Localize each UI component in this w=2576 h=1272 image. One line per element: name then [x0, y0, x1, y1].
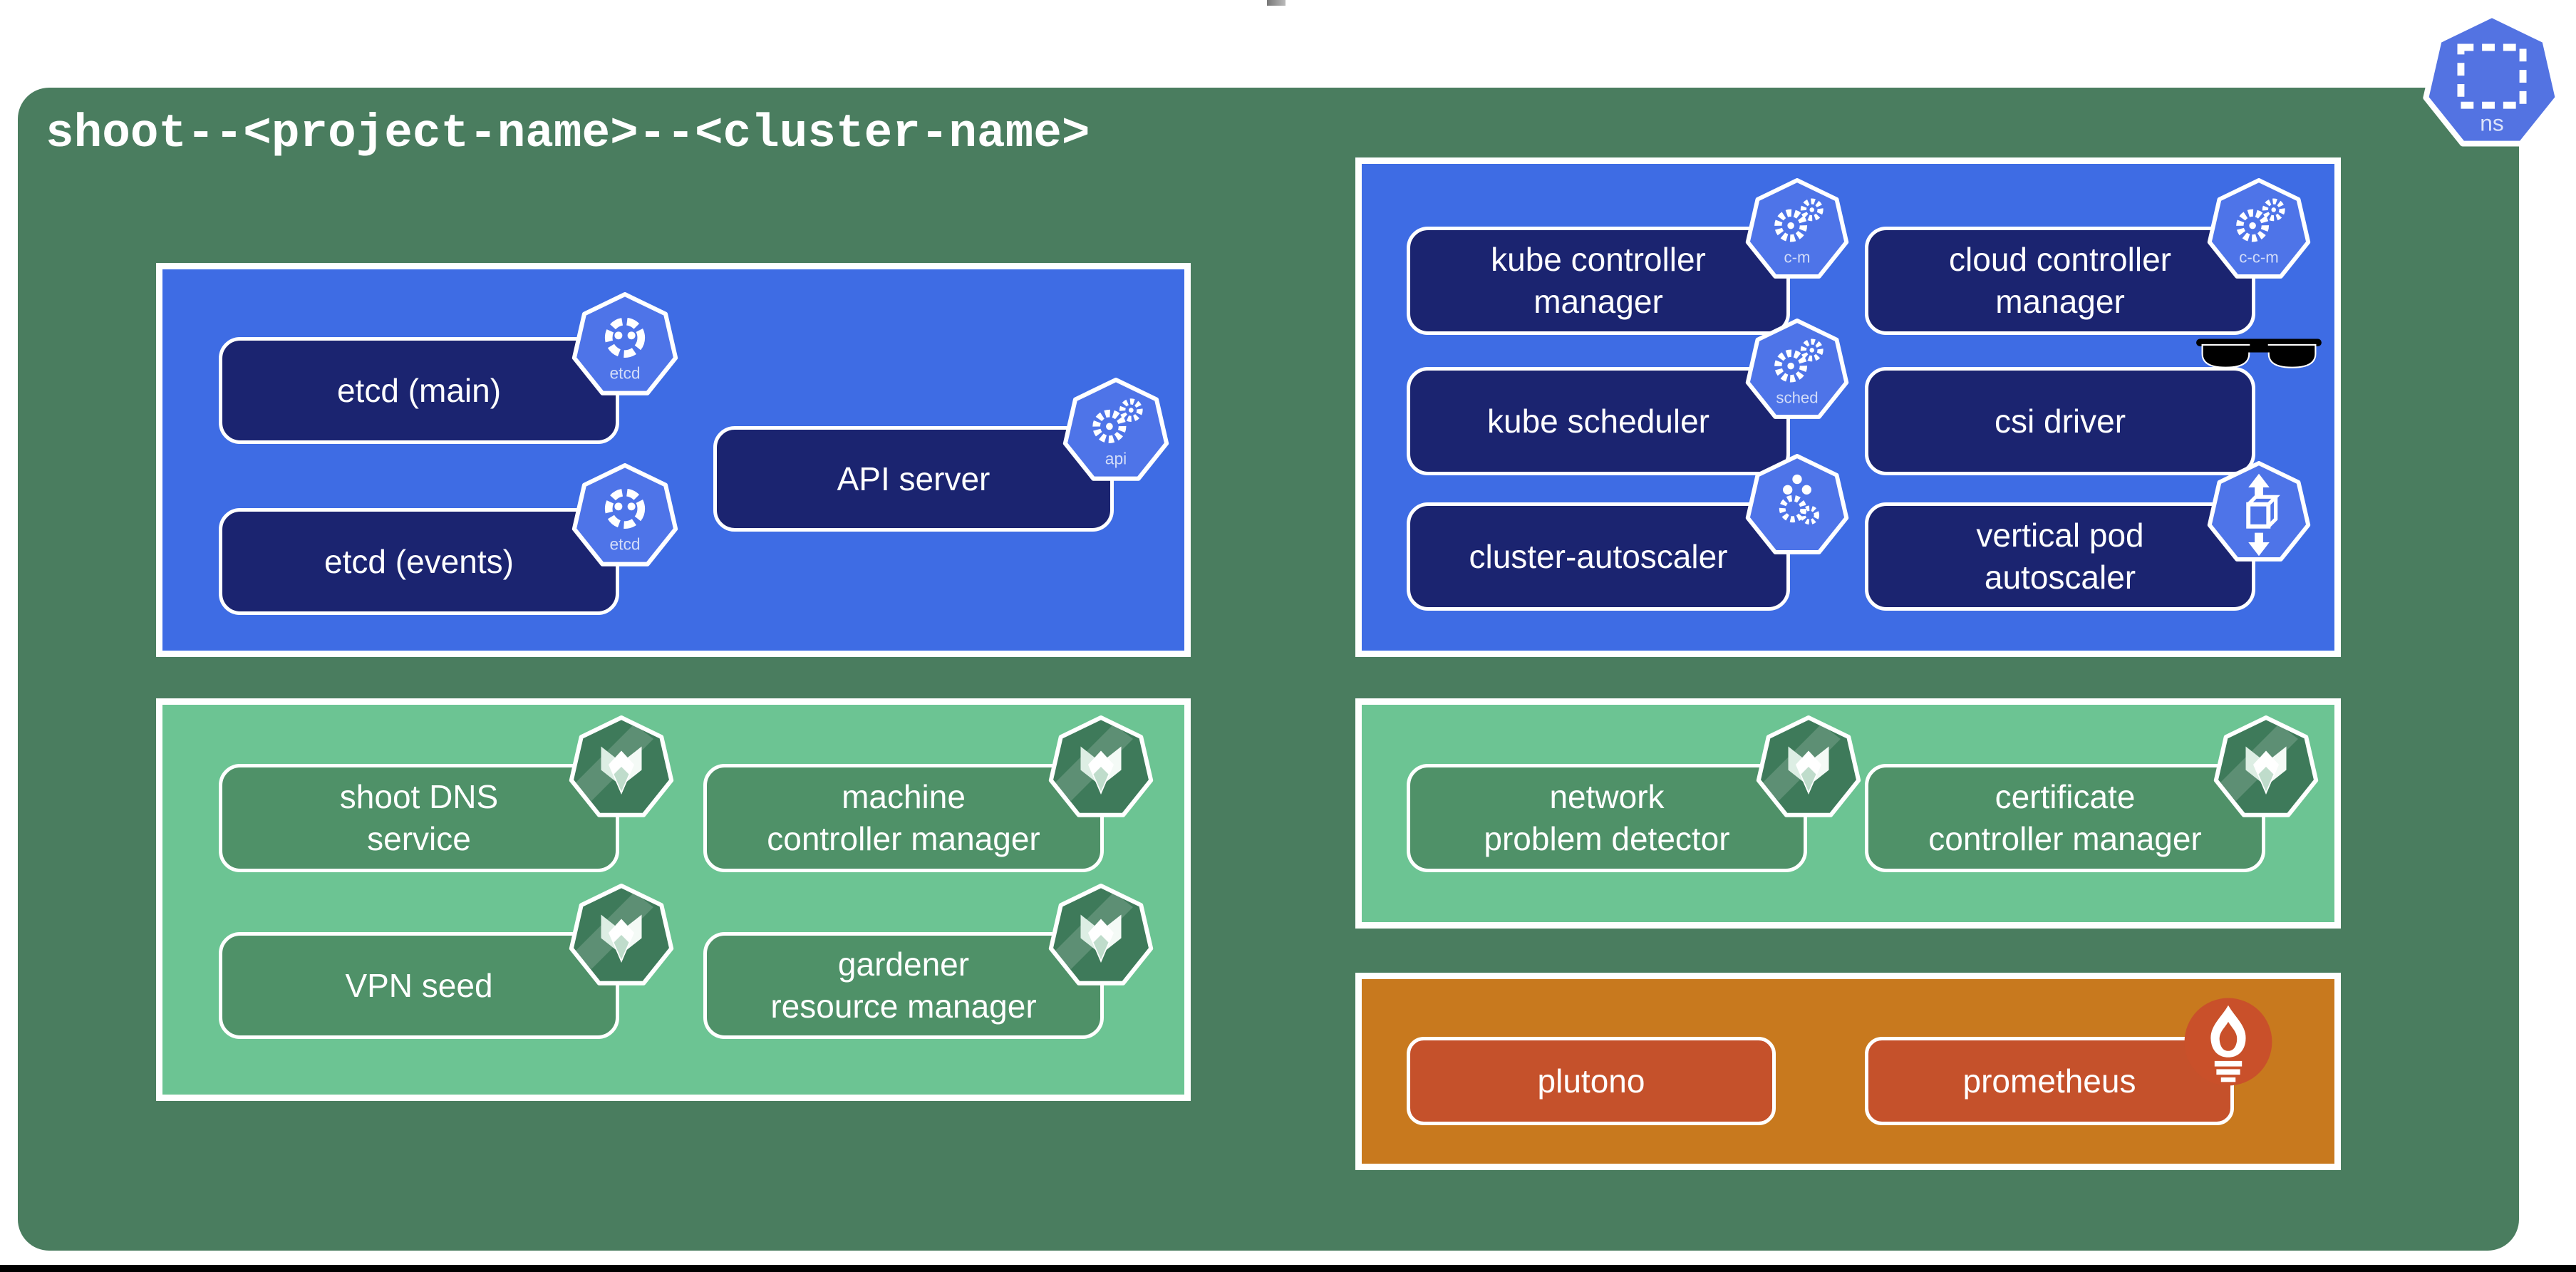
component-etcd-main: etcd (main)	[219, 337, 619, 444]
component-label: gardener resource manager	[770, 946, 1037, 1025]
namespace-icon-label: ns	[2480, 110, 2503, 135]
component-plutono: plutono	[1407, 1037, 1776, 1125]
component-label: certificate controller manager	[1928, 778, 2202, 857]
cluster-autoscaler-icon	[1744, 451, 1850, 562]
gardener-flower-icon	[2213, 713, 2319, 825]
top-edge-notch	[1267, 0, 1286, 6]
component-kube-scheduler: kube scheduler	[1407, 367, 1790, 475]
vertical-pod-autoscaler-icon	[2206, 458, 2312, 569]
etcd-icon: etcd	[571, 460, 679, 574]
svg-text:c-m: c-m	[1784, 248, 1811, 266]
component-label: etcd (events)	[324, 542, 514, 580]
kube-controller-manager-icon: c-m	[1744, 175, 1850, 286]
component-machine-controller-manager: machine controller manager	[703, 764, 1104, 872]
component-label: vertical pod autoscaler	[1976, 517, 2144, 596]
component-label: API server	[837, 460, 990, 497]
bottom-rule	[0, 1265, 2576, 1272]
component-api-server: API server	[713, 426, 1114, 532]
component-label: network problem detector	[1484, 778, 1730, 857]
svg-text:c-c-m: c-c-m	[2239, 248, 2278, 266]
component-vpn-seed: VPN seed	[219, 932, 619, 1039]
component-cloud-controller-manager: cloud controller manager	[1865, 227, 2255, 335]
component-shoot-dns-service: shoot DNS service	[219, 764, 619, 872]
api-server-icon: api	[1062, 375, 1170, 489]
svg-text:sched: sched	[1776, 388, 1818, 406]
gardener-flower-icon	[568, 881, 675, 993]
component-label: cluster-autoscaler	[1469, 537, 1728, 575]
component-network-problem-detector: network problem detector	[1407, 764, 1807, 872]
namespace-title: shoot--<project-name>--<cluster-name>	[46, 107, 1090, 160]
component-label: cloud controller manager	[1949, 241, 2171, 320]
prometheus-icon	[2183, 996, 2274, 1087]
namespace-icon: ns	[2421, 11, 2562, 154]
gardener-flower-icon	[1755, 713, 1862, 825]
sunglasses-icon	[2195, 335, 2323, 382]
component-label: VPN seed	[345, 966, 493, 1004]
component-label: machine controller manager	[767, 778, 1040, 857]
component-cluster-autoscaler: cluster-autoscaler	[1407, 502, 1790, 611]
component-label: kube controller manager	[1491, 241, 1706, 320]
svg-text:api: api	[1105, 450, 1127, 468]
gardener-flower-icon	[568, 713, 675, 825]
component-vertical-pod-autoscaler: vertical pod autoscaler	[1865, 502, 2255, 611]
cloud-controller-manager-icon: c-c-m	[2206, 175, 2312, 286]
gardener-flower-icon	[1048, 881, 1154, 993]
etcd-icon: etcd	[571, 289, 679, 403]
component-label: prometheus	[1962, 1062, 2136, 1100]
component-label: plutono	[1537, 1062, 1645, 1100]
component-prometheus: prometheus	[1865, 1037, 2234, 1125]
component-certificate-controller-manager: certificate controller manager	[1865, 764, 2265, 872]
gardener-flower-icon	[1048, 713, 1154, 825]
component-label: csi driver	[1994, 402, 2126, 440]
svg-text:etcd: etcd	[609, 535, 640, 554]
component-label: kube scheduler	[1487, 402, 1709, 440]
component-label: etcd (main)	[336, 371, 502, 409]
component-kube-controller-manager: kube controller manager	[1407, 227, 1790, 335]
component-gardener-resource-manager: gardener resource manager	[703, 932, 1104, 1039]
component-csi-driver: csi driver	[1865, 367, 2255, 475]
svg-text:etcd: etcd	[609, 364, 640, 383]
component-label: shoot DNS service	[339, 778, 499, 857]
component-etcd-events: etcd (events)	[219, 508, 619, 615]
kube-scheduler-icon: sched	[1744, 316, 1850, 427]
